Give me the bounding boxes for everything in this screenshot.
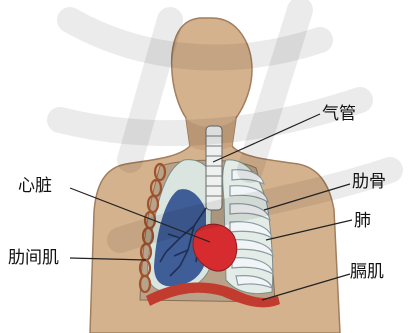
lung-label: 肺 — [354, 211, 371, 231]
intercostal-muscle-label: 肋间肌 — [8, 248, 59, 268]
trachea-label: 气管 — [322, 104, 356, 124]
diaphragm-label: 膈肌 — [350, 262, 384, 282]
heart-label: 心脏 — [18, 176, 52, 196]
ribs-label: 肋骨 — [352, 172, 386, 192]
